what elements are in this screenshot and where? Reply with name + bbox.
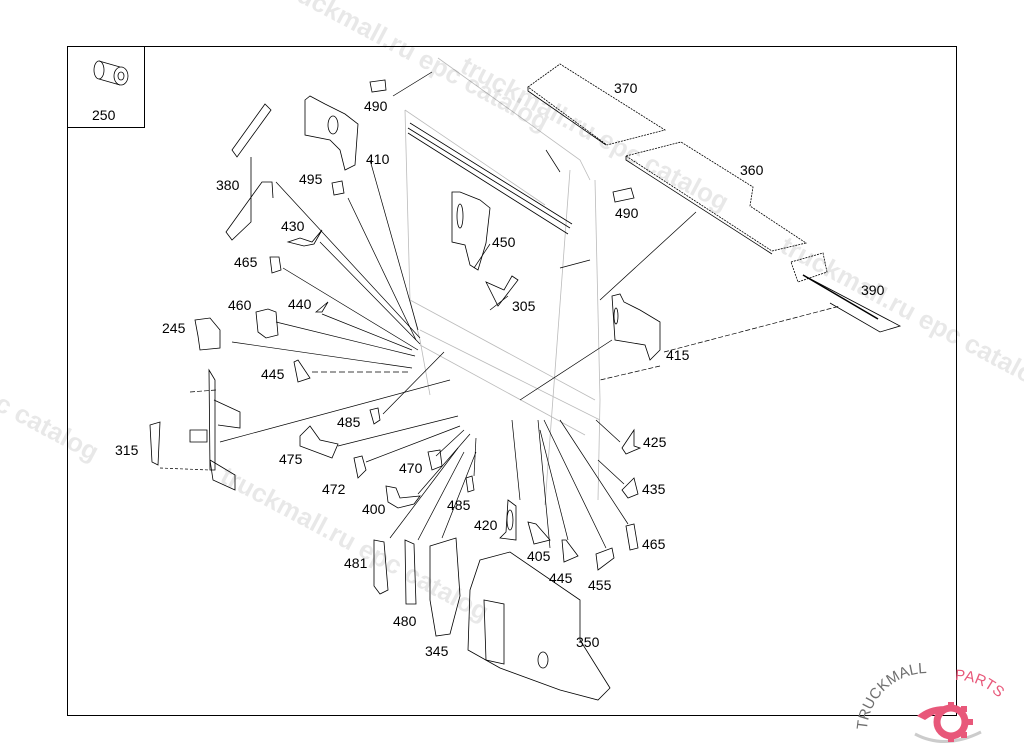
callout-415[interactable]: 415 bbox=[666, 347, 690, 363]
part-420-drawing bbox=[499, 499, 517, 541]
part-495-drawing bbox=[331, 180, 345, 196]
inset-box bbox=[67, 46, 145, 128]
part-485-drawing bbox=[369, 407, 381, 425]
callout-350[interactable]: 350 bbox=[576, 634, 600, 650]
part-415-drawing bbox=[611, 293, 661, 361]
part-305-drawing bbox=[485, 275, 519, 307]
callout-460[interactable]: 460 bbox=[228, 297, 252, 313]
callout-245[interactable]: 245 bbox=[162, 320, 186, 336]
part-472-drawing bbox=[353, 455, 367, 479]
callout-405[interactable]: 405 bbox=[527, 548, 551, 564]
part-435-drawing bbox=[621, 477, 639, 499]
callout-465[interactable]: 465 bbox=[642, 536, 666, 552]
part-445-drawing bbox=[293, 359, 311, 383]
callout-465[interactable]: 465 bbox=[234, 254, 258, 270]
callout-315[interactable]: 315 bbox=[115, 442, 139, 458]
callout-430[interactable]: 430 bbox=[281, 218, 305, 234]
callout-410[interactable]: 410 bbox=[366, 151, 390, 167]
callout-475[interactable]: 475 bbox=[279, 451, 303, 467]
callout-425[interactable]: 425 bbox=[643, 434, 667, 450]
part-481-drawing bbox=[373, 539, 389, 595]
part-440-drawing bbox=[314, 301, 329, 313]
callout-480[interactable]: 480 bbox=[393, 613, 417, 629]
part-400-drawing bbox=[385, 485, 421, 509]
part-450-drawing bbox=[451, 191, 491, 271]
part-250-drawing bbox=[93, 60, 129, 86]
part-410-drawing bbox=[304, 95, 359, 171]
callout-440[interactable]: 440 bbox=[288, 296, 312, 312]
part-490-top-drawing bbox=[369, 79, 387, 93]
part-245-drawing bbox=[194, 317, 221, 351]
callout-495[interactable]: 495 bbox=[299, 171, 323, 187]
part-405-drawing bbox=[527, 521, 551, 545]
leader-lines bbox=[159, 71, 841, 549]
callout-490[interactable]: 490 bbox=[615, 205, 639, 221]
crossbar-rail bbox=[407, 122, 573, 235]
logo-text-right: PARTS bbox=[955, 667, 1008, 701]
callout-360[interactable]: 360 bbox=[740, 162, 764, 178]
callout-455[interactable]: 455 bbox=[588, 577, 612, 593]
part-315-drawing bbox=[149, 368, 241, 491]
logo-text-left: TRUCKMALL bbox=[855, 660, 927, 731]
callout-400[interactable]: 400 bbox=[362, 501, 386, 517]
part-460-drawing bbox=[255, 308, 279, 339]
part-475-drawing bbox=[299, 425, 339, 459]
part-350-drawing bbox=[467, 551, 611, 701]
part-480-drawing bbox=[404, 539, 417, 605]
part-345-drawing bbox=[429, 537, 461, 637]
part-360-drawing bbox=[625, 141, 807, 255]
part-465-right-drawing bbox=[625, 523, 639, 551]
callout-485[interactable]: 485 bbox=[337, 414, 361, 430]
part-390-drawing bbox=[790, 252, 902, 333]
callout-305[interactable]: 305 bbox=[512, 298, 536, 314]
part-465-top-drawing bbox=[269, 256, 282, 274]
callout-445[interactable]: 445 bbox=[261, 366, 285, 382]
part-370-drawing bbox=[527, 63, 666, 146]
gear-icon bbox=[914, 702, 982, 744]
part-380-drawing bbox=[225, 103, 274, 241]
callout-380[interactable]: 380 bbox=[216, 177, 240, 193]
part-430-drawing bbox=[286, 229, 323, 247]
callout-345[interactable]: 345 bbox=[425, 643, 449, 659]
callout-450[interactable]: 450 bbox=[492, 234, 516, 250]
callout-472[interactable]: 472 bbox=[322, 481, 346, 497]
callout-370[interactable]: 370 bbox=[614, 80, 638, 96]
part-425-drawing bbox=[621, 428, 642, 455]
callout-445[interactable]: 445 bbox=[549, 570, 573, 586]
callout-485[interactable]: 485 bbox=[447, 497, 471, 513]
truckmall-parts-logo: TRUCKMALL PARTS bbox=[854, 660, 1024, 750]
part-470-drawing bbox=[427, 449, 443, 471]
callout-490[interactable]: 490 bbox=[364, 98, 388, 114]
part-485-lower-drawing bbox=[465, 475, 475, 493]
callout-250[interactable]: 250 bbox=[92, 107, 116, 123]
part-445-lower-drawing bbox=[561, 539, 579, 563]
callout-435[interactable]: 435 bbox=[642, 481, 666, 497]
callout-420[interactable]: 420 bbox=[474, 517, 498, 533]
callout-481[interactable]: 481 bbox=[344, 555, 368, 571]
callout-470[interactable]: 470 bbox=[399, 460, 423, 476]
part-490-right-drawing bbox=[612, 187, 635, 203]
part-455-drawing bbox=[595, 547, 615, 571]
callout-390[interactable]: 390 bbox=[861, 282, 885, 298]
